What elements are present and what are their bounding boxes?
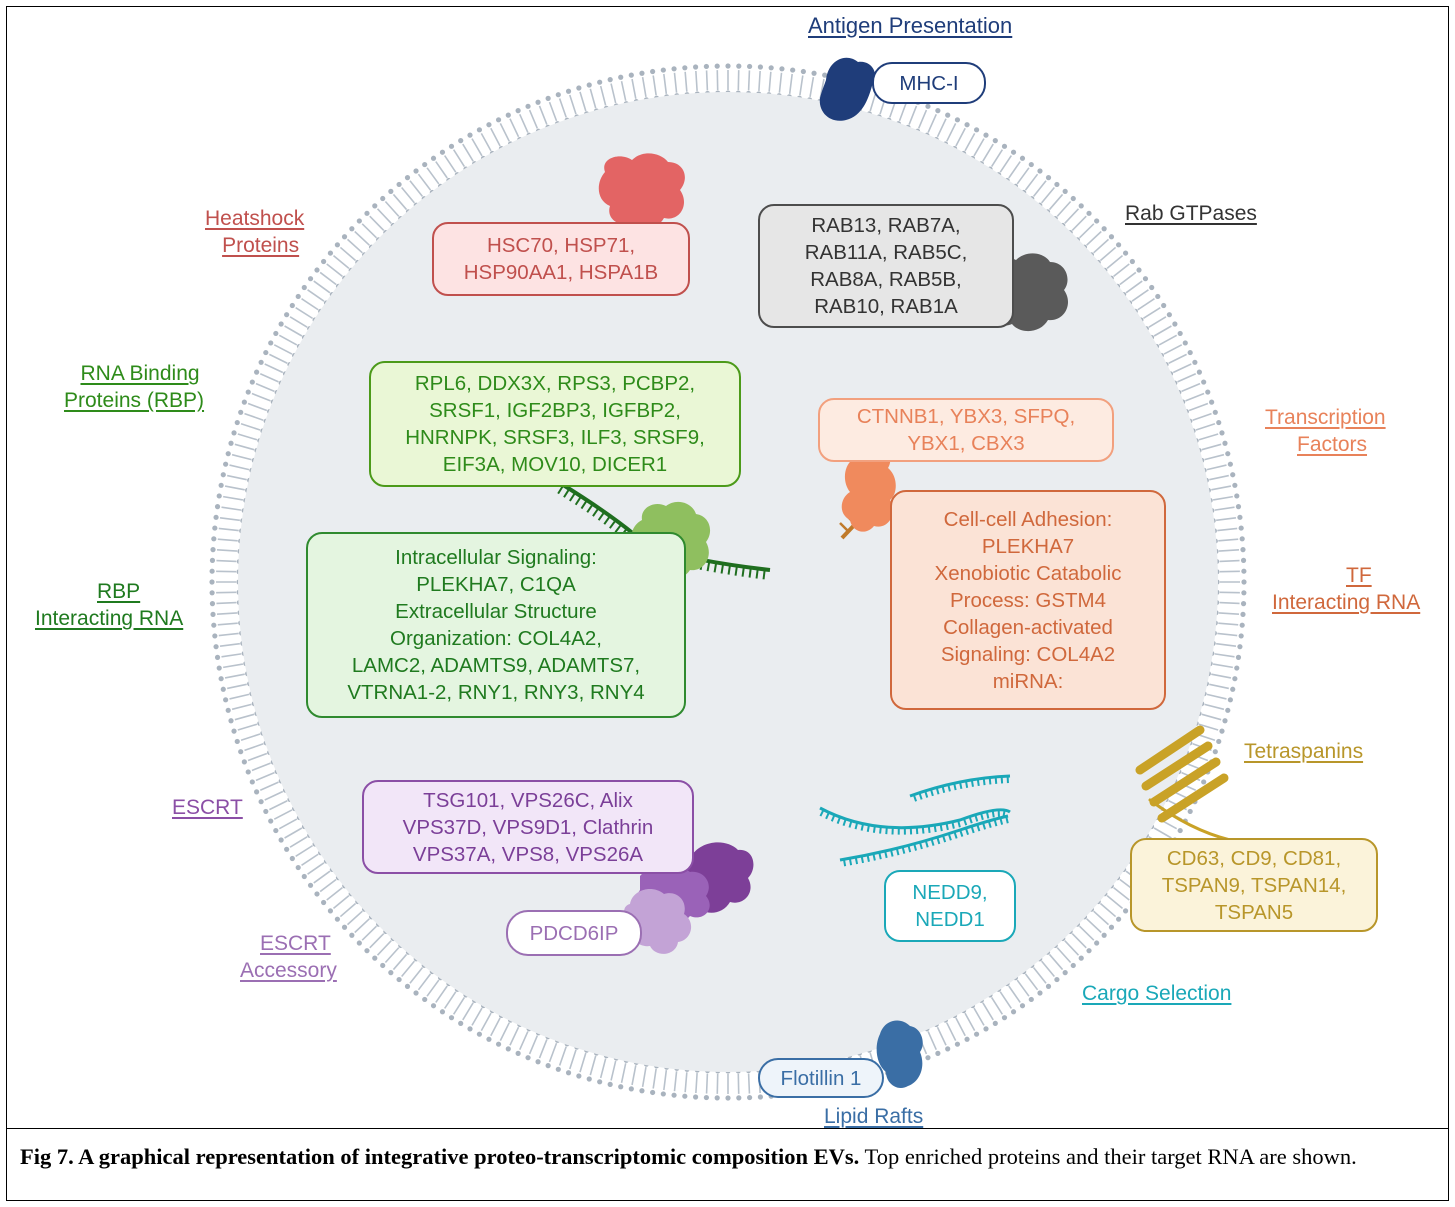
flotillin-box: Flotillin 1 <box>758 1058 884 1098</box>
label-rab-gtpases: Rab GTPases <box>1125 202 1257 225</box>
label-cargo-selection: Cargo Selection <box>1082 982 1232 1005</box>
label-antigen-presentation: Antigen Presentation <box>808 13 1013 38</box>
mhc-protein-icon <box>819 57 876 121</box>
pdcd6ip-box: PDCD6IP <box>506 910 642 956</box>
rab-gtpases-box: RAB13, RAB7A,RAB11A, RAB5C,RAB8A, RAB5B,… <box>758 204 1014 328</box>
rbp-box: RPL6, DDX3X, RPS3, PCBP2,SRSF1, IGF2BP3,… <box>369 361 741 487</box>
figure-frame <box>6 6 1449 1201</box>
ev-diagram <box>209 57 1247 1101</box>
label-lipid-rafts: Lipid Rafts <box>824 1105 924 1128</box>
tetraspanin-icon <box>1135 725 1232 842</box>
transcription-factor-icon <box>841 441 896 532</box>
tetraspanins-box: CD63, CD9, CD81,TSPAN9, TSPAN14,TSPAN5 <box>1130 838 1378 932</box>
heatshock-box: HSC70, HSP71,HSP90AA1, HSPA1B <box>432 222 690 296</box>
caption-text: Top enriched proteins and their target R… <box>859 1144 1357 1169</box>
transcription-factors-box: CTNNB1, YBX3, SFPQ,YBX1, CBX3 <box>818 398 1114 462</box>
label-escrt: ESCRT <box>172 796 243 819</box>
label-tetraspanins: Tetraspanins <box>1244 740 1364 763</box>
figure-caption: Fig 7. A graphical representation of int… <box>20 1142 1435 1172</box>
nedd-box: NEDD9,NEDD1 <box>884 870 1016 942</box>
cargo-rna-bases <box>819 776 1009 867</box>
caption-divider <box>6 1128 1449 1129</box>
mhc-box: MHC-I <box>872 62 986 104</box>
flotillin-protein-icon <box>876 1020 923 1089</box>
heatshock-protein-icon <box>598 153 685 230</box>
caption-bold: Fig 7. A graphical representation of int… <box>20 1144 860 1169</box>
